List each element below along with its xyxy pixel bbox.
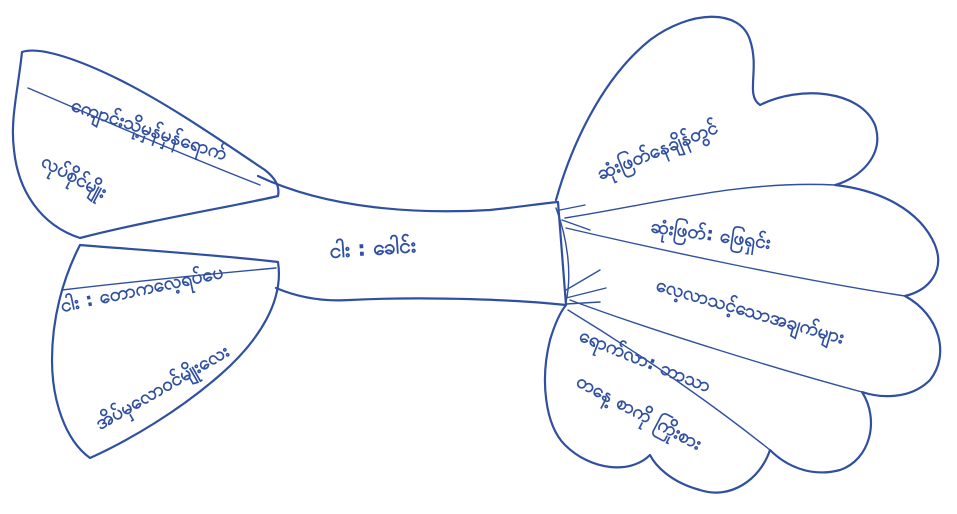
head-label-2: ဆုံးဖြတ်: ဖြေရှင်း xyxy=(649,212,773,259)
head-label-1: ဆုံးဖြတ်နေချိန်တွင် xyxy=(593,113,723,189)
gill-mark-3 xyxy=(566,270,600,290)
gill-mark-1 xyxy=(560,205,585,210)
gill-mark-5 xyxy=(566,302,600,304)
tail-label-3: ငါး : တောကလေ့ရပ်ပေ xyxy=(58,259,226,322)
tail-label-2: လုပ်စိုင်မျိုး xyxy=(35,148,112,207)
gill-mark-4 xyxy=(566,288,606,298)
center-label: ငါး : ခေါင်း xyxy=(329,231,418,263)
head-divider-1 xyxy=(565,184,835,218)
tail-label-4: အိပ်မှလောဝင်မျိုးလေး xyxy=(91,338,236,439)
head-label-3: လေ့လာသင့်သောအချက်များ xyxy=(652,272,847,354)
tail-upper-fin-outline xyxy=(13,51,279,238)
fish-head-lobed-outline xyxy=(545,17,940,493)
